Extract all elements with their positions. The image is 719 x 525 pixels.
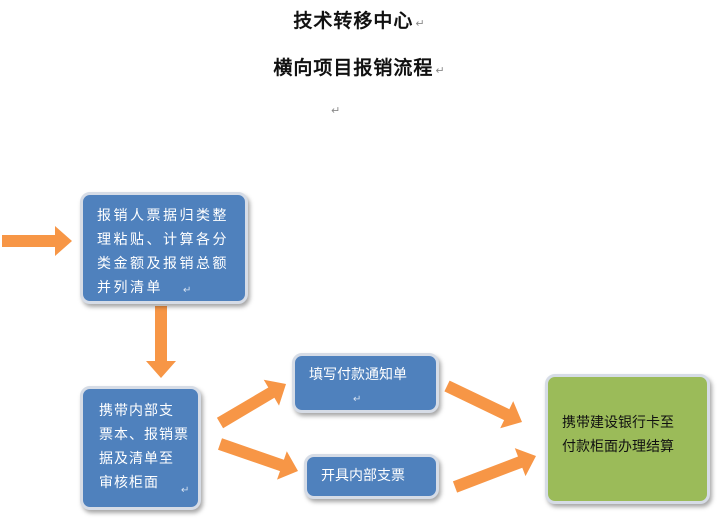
arrow-step3b-to-step4 (452, 448, 536, 493)
step-line: 携带建设银行卡至 (562, 415, 674, 431)
step-collect-receipts: 报销人票据归类整 理粘贴、计算各分 类金额及报销总额 并列清单 ↵ (80, 192, 248, 304)
arrow-start-to-step1 (2, 226, 72, 256)
arrow-step2-to-step3b (218, 438, 298, 480)
step-submit-audit: 携带内部支 票本、报销票 据及清单至 审核柜面 ↵ (80, 386, 201, 510)
paragraph-mark-icon: ↵ (183, 285, 194, 296)
step-line: 携带内部支 (99, 403, 174, 419)
step-settlement: 携带建设银行卡至 付款柜面办理结算 (545, 374, 710, 504)
step-label: 开具内部支票 (321, 468, 405, 484)
paragraph-mark-icon: ↵ (353, 394, 362, 405)
step-line: 据及清单至 (99, 451, 174, 467)
step-internal-check: 开具内部支票 (304, 454, 439, 499)
step-line: 理粘贴、计算各分 (97, 232, 229, 248)
process-title: 横向项目报销流程↵ (273, 57, 446, 79)
arrow-step2-to-step3a (216, 379, 286, 429)
step-line: 报销人票据归类整 (97, 208, 229, 224)
step-line: 票本、报销票 (99, 427, 189, 443)
arrow-step1-to-step2 (146, 306, 176, 378)
center-title: 技术转移中心↵ (293, 10, 426, 32)
step-line: 审核柜面 (99, 475, 159, 491)
step-line: 并列清单 (97, 280, 163, 296)
paragraph-mark-icon: ↵ (435, 64, 446, 77)
step-line: 付款柜面办理结算 (562, 439, 674, 455)
paragraph-mark-icon: ↵ (331, 104, 341, 117)
step-payment-notice: 填写付款通知单 ↵ (292, 353, 439, 413)
step-label: 填写付款通知单 (309, 367, 407, 383)
paragraph-mark-icon: ↵ (415, 17, 426, 30)
step-line: 类金额及报销总额 (97, 256, 229, 272)
arrow-step3a-to-step4 (444, 380, 522, 429)
paragraph-mark-icon: ↵ (181, 485, 191, 496)
